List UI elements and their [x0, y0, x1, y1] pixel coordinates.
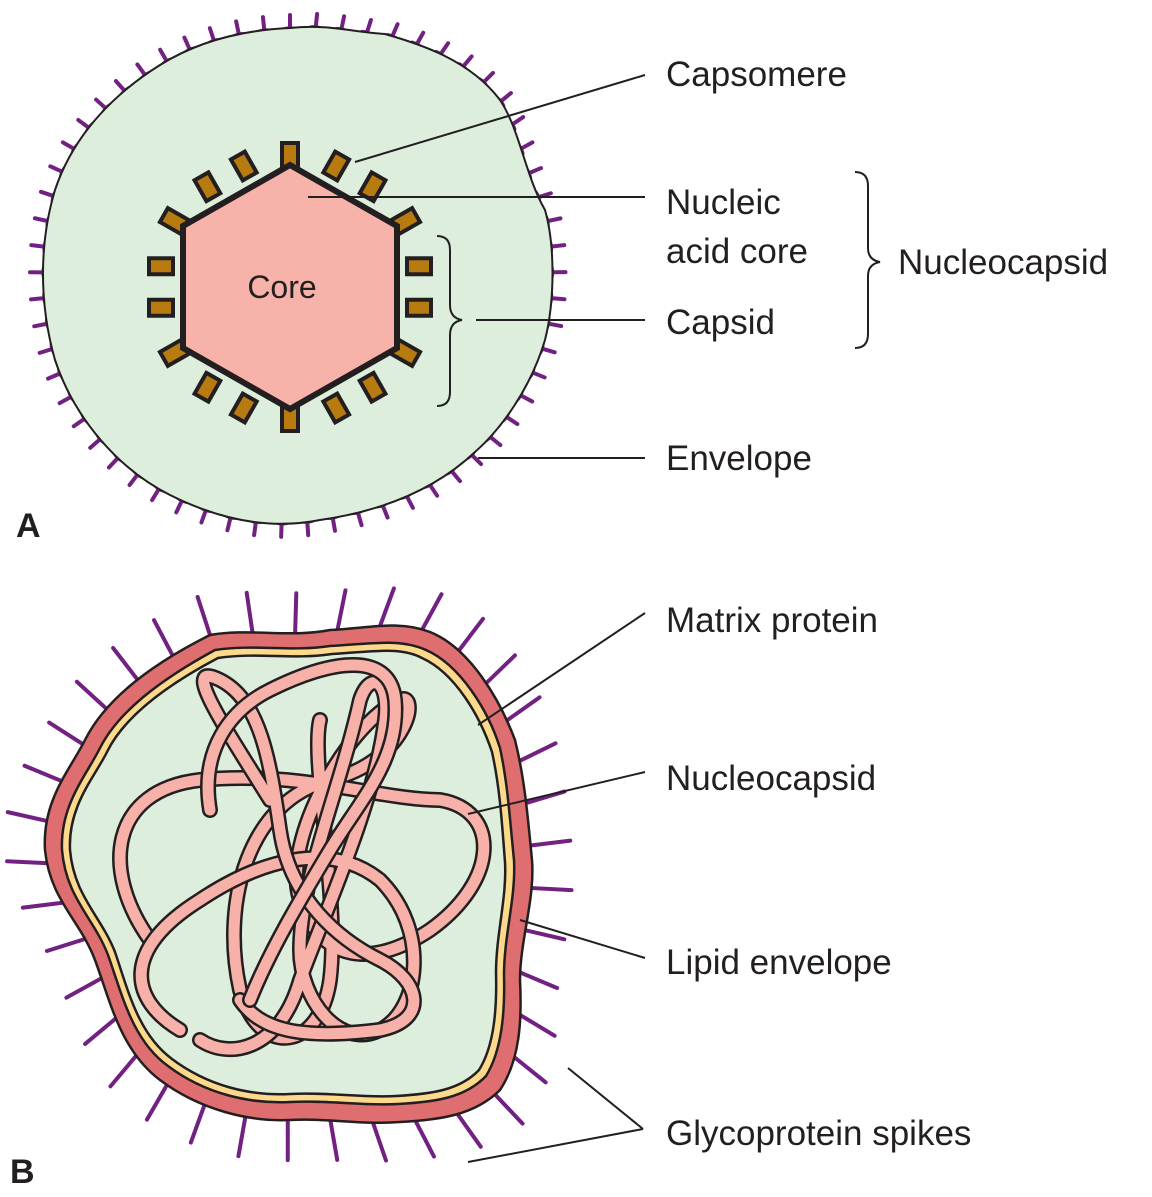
- matrix-protein-label: Matrix protein: [666, 601, 878, 640]
- panel-a: Core Capsomere Nucleic acid core Capsid …: [16, 12, 1108, 545]
- nucleocapsid-strands: [112, 657, 492, 1058]
- glycoprotein-spike: [490, 1089, 525, 1126]
- capsomere: [191, 370, 224, 405]
- spikes-leader-line-lower: [467, 1128, 644, 1163]
- glycoprotein-spike: [514, 968, 560, 990]
- glycoprotein-spikes: [5, 586, 574, 1163]
- nucleocapsid-bracket: [854, 171, 881, 349]
- glycoprotein-spike: [418, 592, 444, 635]
- envelope-spike: [549, 265, 568, 280]
- glycoprotein-spike: [22, 763, 68, 785]
- capsid-label: Capsid: [666, 303, 775, 342]
- glycoprotein-spike: [369, 1116, 388, 1163]
- glycoprotein-spike: [111, 646, 142, 685]
- core-label: Core: [247, 269, 316, 305]
- glycoprotein-spikes-label: Glycoprotein spikes: [666, 1114, 971, 1153]
- nucleic-acid-label-line1: Nucleic: [666, 183, 781, 222]
- envelope-label: Envelope: [666, 439, 812, 478]
- glycoprotein-spike: [236, 1110, 249, 1159]
- capsomere: [147, 256, 175, 277]
- glycoprotein-spike: [411, 1115, 436, 1159]
- glycoprotein-spike: [195, 594, 214, 641]
- nucleic-acid-label-line2: acid core: [666, 232, 808, 271]
- nucleocapsid-strand: [202, 659, 401, 1006]
- capsomere-label: Capsomere: [666, 55, 847, 94]
- glycoprotein-spike: [20, 900, 69, 910]
- capsomere: [405, 297, 433, 318]
- capsomere: [228, 390, 260, 426]
- glycoprotein-spike: [454, 616, 486, 656]
- glycoprotein-spike: [44, 935, 91, 953]
- glycoprotein-spike: [244, 590, 256, 639]
- nucleocapsid-group-label: Nucleocapsid: [898, 243, 1108, 282]
- matrix-protein-leader-line: [477, 612, 646, 726]
- capsid-core-hexagon: [180, 161, 400, 413]
- glycoprotein-spike: [144, 1079, 171, 1122]
- panel-b-letter: B: [10, 1153, 35, 1191]
- glycoprotein-spike: [83, 1013, 121, 1046]
- capsomere-leader-line: [354, 74, 646, 163]
- glycoprotein-spike: [5, 859, 54, 866]
- glycoprotein-spike: [64, 974, 107, 1000]
- spikes-leader-line-upper: [567, 1067, 644, 1130]
- capsomere: [356, 370, 389, 405]
- glycoprotein-spike: [152, 618, 177, 662]
- capsomeres: [147, 141, 433, 433]
- glycoprotein-spike: [5, 810, 53, 824]
- capsomere: [320, 390, 352, 426]
- capsomere: [147, 297, 175, 318]
- glycoprotein-spike: [501, 695, 542, 725]
- glycoprotein-spike: [514, 741, 558, 765]
- capsid-bracket: [436, 235, 463, 407]
- capsomere: [191, 169, 224, 204]
- glycoprotein-spike: [293, 591, 299, 640]
- nucleocapsid-strand: [135, 677, 420, 1055]
- capsomere: [405, 256, 433, 277]
- glycoprotein-spike: [327, 1114, 340, 1162]
- glycoprotein-spike: [376, 586, 396, 632]
- capsomere: [228, 148, 260, 184]
- lipid-envelope-leader-line: [519, 919, 646, 959]
- glycoprotein-spike: [481, 653, 517, 688]
- glycoprotein-spike: [188, 1099, 208, 1145]
- glycoprotein-spike: [74, 679, 112, 714]
- glycoprotein-spike: [524, 838, 573, 848]
- capsomere: [320, 148, 352, 184]
- panel-a-letter: A: [16, 507, 41, 545]
- panel-b: Matrix protein Nucleocapsid Lipid envelo…: [5, 586, 971, 1191]
- glycoprotein-spike: [453, 1108, 483, 1149]
- glycoprotein-spike: [47, 720, 89, 749]
- glycoprotein-spike: [519, 927, 567, 942]
- envelope-spike: [27, 265, 47, 280]
- glycoprotein-spike: [108, 1050, 141, 1089]
- glycoprotein-spike: [509, 1052, 548, 1085]
- nucleocapsid-label: Nucleocapsid: [666, 759, 876, 798]
- lipid-envelope-label: Lipid envelope: [666, 943, 892, 982]
- nucleocapsid-leader-line: [467, 771, 646, 815]
- glycoprotein-spike: [525, 885, 574, 893]
- glycoprotein-spike: [334, 588, 348, 636]
- glycoprotein-spike: [514, 1011, 557, 1038]
